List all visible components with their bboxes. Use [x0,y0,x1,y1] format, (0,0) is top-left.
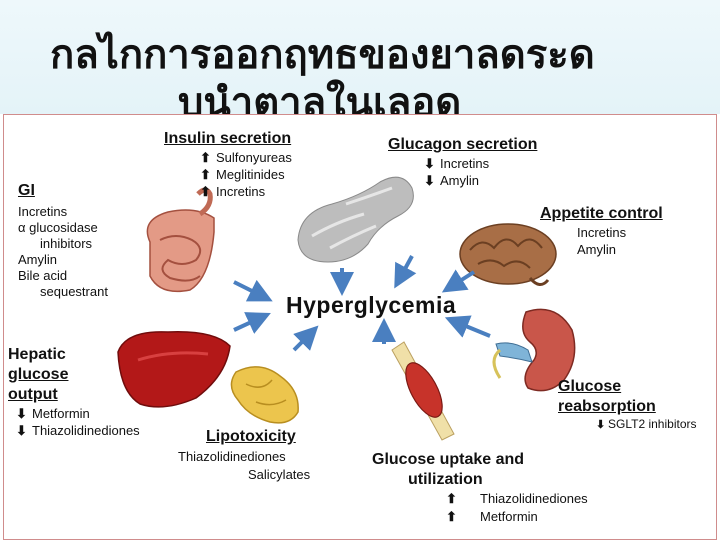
arrow-from-kidney [444,315,491,338]
appetite-item: Incretins [577,225,627,240]
gi-item: α glucosidase [18,220,98,235]
down-arrow-icon: ⬇ [16,406,27,421]
arrow-from-intestine [233,279,273,302]
up-arrow-icon: ⬆ [200,167,211,182]
uptake-item-row: ⬆ Metformin [446,509,538,525]
arrow-from-liver [233,312,271,334]
glucagon-item-row: ⬇ Amylin [424,173,479,189]
liver-image [117,331,231,408]
kidney-image [492,308,576,392]
down-arrow-icon: ⬇ [16,423,27,438]
lipotoxicity-item: Salicylates [248,467,311,482]
insulin-item-row: ⬆ Sulfonyureas [200,150,292,166]
glucagon-secretion-heading: Glucagon secretion [388,136,538,153]
down-arrow-icon: ⬇ [424,156,435,171]
diagram-panel [3,114,717,540]
gi-heading: GI [18,182,35,199]
insulin-item: Incretins [216,184,266,199]
uptake-item-row: ⬆ Thiazolidinediones [446,491,588,507]
arrows-group [233,255,491,352]
title-banner: กลไกการออกฤทธของยาลดระด บนำตาลในเลอด [0,0,720,126]
pancreas-image [297,176,414,263]
insulin-item: Sulfonyureas [216,150,292,165]
lipotoxicity-item: Thiazolidinediones [178,449,286,464]
glucagon-item: Amylin [440,173,480,188]
uptake-item: Thiazolidinediones [480,491,588,506]
adipose-image [230,366,299,424]
arrow-from-brain [441,269,476,293]
reabsorption-item-row: ⬇SGLT2 inhibitors [596,417,696,431]
up-arrow-icon: ⬆ [200,184,211,199]
gi-item: inhibitors [40,236,93,251]
reabsorption-heading-line: reabsorption [558,398,656,415]
hepatic-heading-line: output [8,386,58,403]
down-arrow-icon: ⬇ [596,419,606,431]
reabsorption-heading-line: Glucose [558,378,622,395]
insulin-item-row: ⬆ Incretins [200,184,265,200]
up-arrow-icon: ⬆ [446,509,457,524]
hyperglycemia-label: Hyperglycemia [286,292,457,318]
intestine-image [146,187,215,293]
hepatic-item: Thiazolidinediones [32,423,140,438]
uptake-item: Metformin [480,509,538,524]
appetite-control-heading: Appetite control [540,205,663,222]
arrow-from-glucagon [394,255,417,289]
uptake-heading-line: utilization [408,471,483,488]
hepatic-item-row: ⬇ Metformin [16,406,90,422]
hepatic-heading-line: glucose [8,366,69,383]
gi-item: Incretins [18,204,68,219]
gi-item: sequestrant [40,284,108,299]
reabsorption-item: SGLT2 inhibitors [608,417,697,431]
glucagon-item-row: ⬇ Incretins [424,156,489,172]
brain-image [459,223,557,286]
lipotoxicity-heading: Lipotoxicity [206,428,296,445]
up-arrow-icon: ⬆ [200,150,211,165]
appetite-item: Amylin [577,242,617,257]
insulin-secretion-heading: Insulin secretion [164,130,292,147]
insulin-item-row: ⬆ Meglitinides [200,167,285,183]
glucagon-item: Incretins [440,156,490,171]
title-line-1: กลไกการออกฤทธของยาลดระด [50,32,595,78]
uptake-heading-line: Glucose uptake and [372,451,525,468]
gi-item: Bile acid [18,268,68,283]
up-arrow-icon: ⬆ [446,491,457,506]
arrow-from-fat [292,325,319,352]
hepatic-item-row: ⬇ Thiazolidinediones [16,423,140,439]
gi-item: Amylin [18,252,58,267]
hepatic-item: Metformin [32,406,90,421]
hepatic-heading-line: Hepatic [8,346,66,363]
insulin-item: Meglitinides [216,167,285,182]
down-arrow-icon: ⬇ [424,173,435,188]
muscle-image [391,341,455,441]
